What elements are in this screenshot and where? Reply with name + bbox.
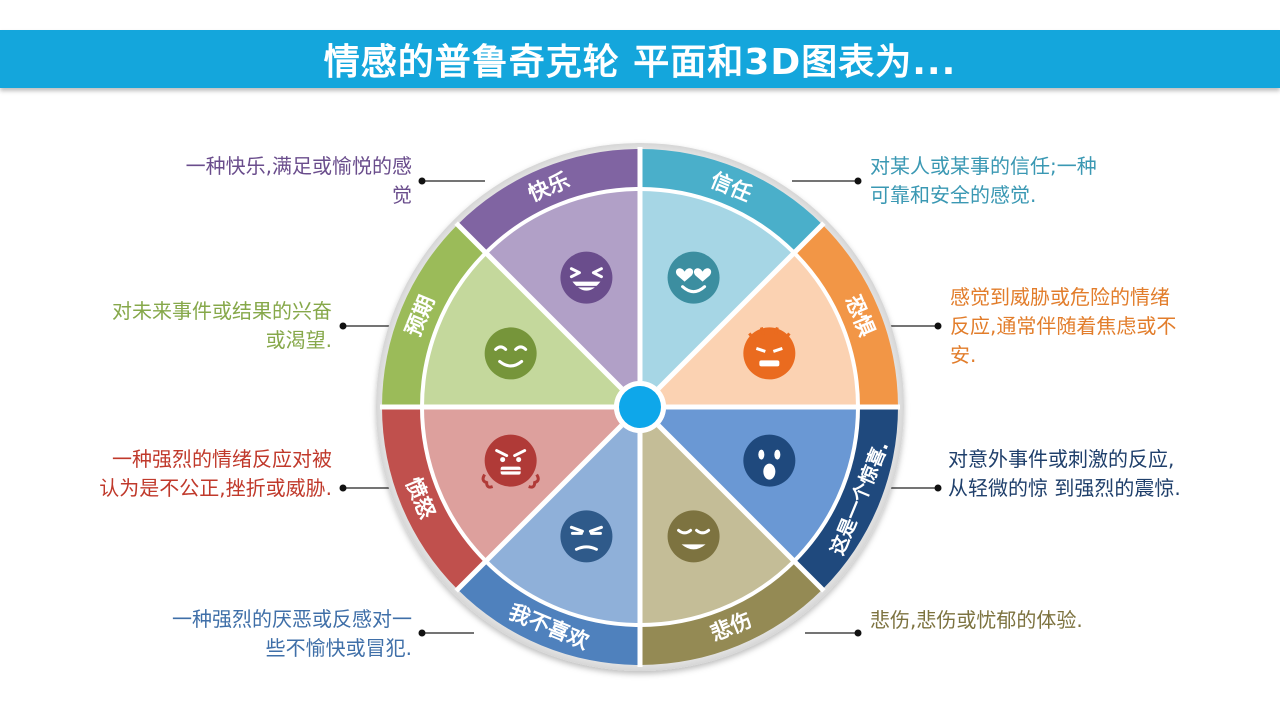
scared-face-icon [743,327,796,380]
segment-inner-joy [485,189,640,389]
segment-inner-sadness [640,425,795,625]
description-line: 一种强烈的厌恶或反感对一 [172,607,412,631]
description-line: 认为是不公正,挫折或威胁. [99,476,332,500]
description-anger: 一种强烈的情绪反应对被 认为是不公正,挫折或威胁. [30,445,332,503]
description-sadness: 悲伤,悲伤或忧郁的体验. [870,606,1190,635]
segment-divider [454,221,624,391]
segment-outer-trust [640,149,823,253]
smirk-face-icon [484,327,537,380]
description-line: 或渴望. [265,328,332,352]
connector-dot [854,177,862,185]
connector-dot [854,629,862,637]
description-line: 觉 [392,183,412,207]
segment-inner-anger [422,407,622,562]
segment-inner-disgust [485,425,640,625]
title-bar: 情感的普鲁奇克轮 平面和3D图表为... [0,30,1280,88]
connector-dot [418,177,426,185]
segment-divider [656,221,826,391]
description-line: 感觉到威胁或危险的情绪 [950,285,1170,309]
segment-inner-trust [640,189,795,389]
description-line: 从轻微的惊 到强烈的震惊. [948,476,1181,500]
connector-dot [418,629,426,637]
heart-eyes-face-icon [667,251,720,304]
sad-face-icon [667,510,720,563]
description-line: 安. [950,343,977,367]
center-dot [619,386,661,428]
segment-outer-anticipation [382,224,486,407]
description-line: 些不愉快或冒犯. [265,636,412,660]
segment-inner-fear [658,252,858,407]
connector-dot [339,484,347,492]
description-trust: 对某人或某事的信任;一种 可靠和安全的感觉. [870,152,1190,210]
description-anticipation: 对未来事件或结果的兴奋 或渴望. [30,297,332,355]
segment-outer-joy [457,149,640,253]
description-disgust: 一种强烈的厌恶或反感对一 些不愉快或冒犯. [90,605,412,663]
segment-divider [656,423,826,593]
description-fear: 感觉到威胁或危险的情绪 反应,通常伴随着焦虑或不 安. [950,283,1250,370]
wheel-segments [380,147,900,667]
segment-outer-anger [382,407,486,590]
description-line: 对未来事件或结果的兴奋 [112,299,332,323]
segment-outer-disgust [457,561,640,665]
segment-outer-surprise [794,407,898,590]
segment-inner-anticipation [422,252,622,407]
description-line: 一种快乐,满足或愉悦的感 [185,154,412,178]
segment-divider [454,423,624,593]
description-surprise: 对意外事件或刺激的反应, 从轻微的惊 到强烈的震惊. [948,445,1258,503]
description-line: 反应,通常伴随着焦虑或不 [950,314,1177,338]
connector-dot [339,322,347,330]
angry-face-icon [481,434,540,489]
annoyed-face-icon [560,510,613,563]
description-line: 一种强烈的情绪反应对被 [112,447,332,471]
description-line: 可靠和安全的感觉. [870,183,1037,207]
description-joy: 一种快乐,满足或愉悦的感 觉 [100,152,412,210]
page-title: 情感的普鲁奇克轮 平面和3D图表为... [323,42,957,83]
surprised-face-icon [743,434,796,487]
description-line: 对某人或某事的信任;一种 [870,154,1097,178]
segment-outer-fear [794,224,898,407]
laughing-face-icon [560,251,613,304]
connector-dot [934,322,942,330]
description-line: 悲伤,悲伤或忧郁的体验. [870,608,1083,632]
description-line: 对意外事件或刺激的反应, [948,447,1175,471]
segment-inner-surprise [658,407,858,562]
segment-outer-sadness [640,561,823,665]
connector-dot [934,484,942,492]
emotion-faces [481,251,796,563]
